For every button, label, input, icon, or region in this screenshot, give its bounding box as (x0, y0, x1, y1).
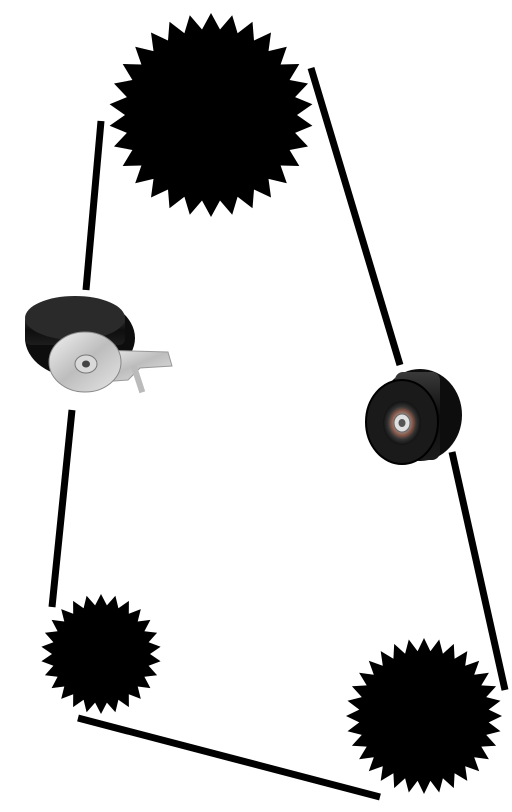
belt-segment-top-left (82, 120, 105, 291)
belt-segment-top-right (307, 66, 404, 367)
tensioner-bolt-hole (82, 360, 90, 368)
belt-segment-left (48, 409, 76, 608)
tensioner-pulley-icon (25, 296, 173, 394)
idler-bore (398, 419, 406, 427)
idler-pulley-icon (365, 369, 462, 465)
top-sprocket-icon (109, 13, 313, 217)
bottom-left-sprocket-icon (41, 594, 161, 714)
bottom-right-sprocket-icon (346, 638, 502, 794)
belt-segment-bottom (77, 714, 381, 801)
tensioner-roller-top (25, 296, 125, 340)
belt-segment-right (448, 451, 509, 691)
timing-belt (48, 66, 509, 801)
tensioner-pin (130, 364, 146, 394)
